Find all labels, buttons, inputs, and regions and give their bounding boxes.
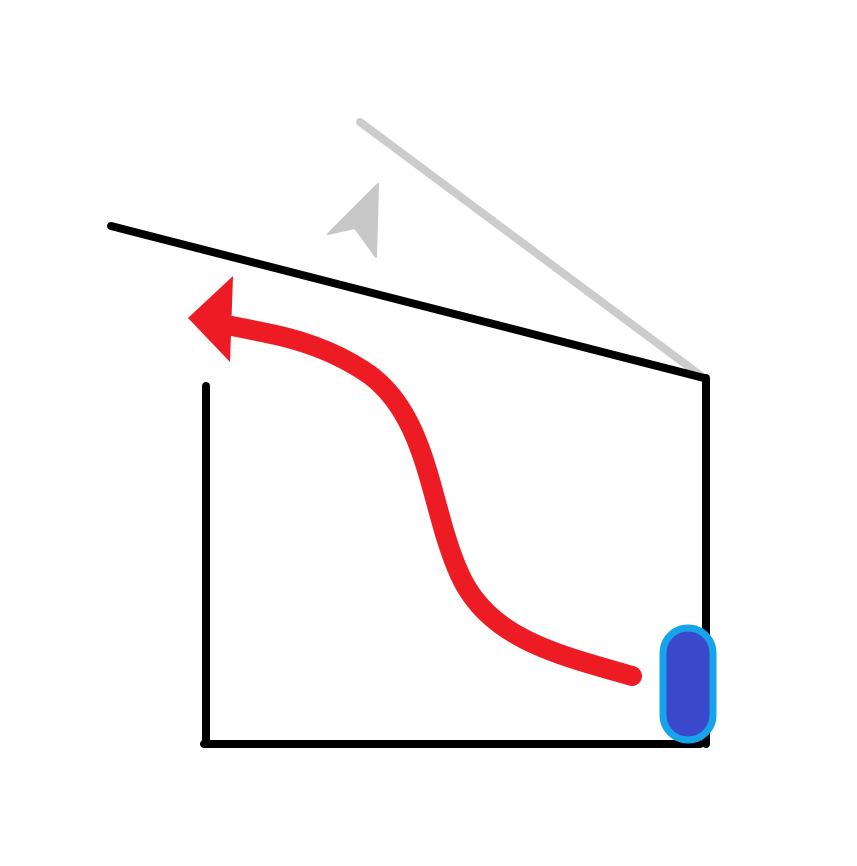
ghost-lid-line <box>356 118 708 382</box>
motion-arrow-curve <box>222 316 642 686</box>
motion-arrowhead-icon <box>188 276 233 362</box>
hinge-handle-icon[interactable] <box>659 624 717 744</box>
lid-line <box>107 222 708 382</box>
ghost-arrowhead-icon <box>327 183 379 258</box>
